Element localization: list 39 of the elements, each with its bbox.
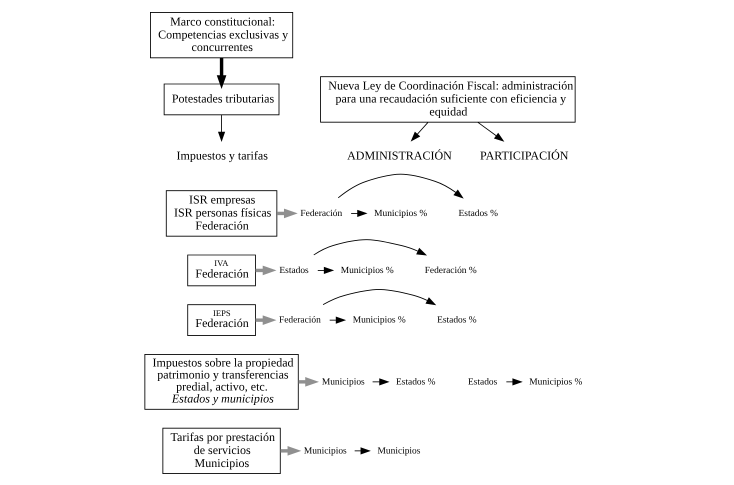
node-text: ADMINISTRACIÓN <box>346 148 452 162</box>
node-text: Federación <box>300 208 342 218</box>
arrow <box>322 288 436 305</box>
node-text: Municipios % <box>528 376 582 387</box>
node-box: Potestades tributarias <box>163 83 279 115</box>
arrow <box>350 209 368 217</box>
arrow <box>372 378 390 385</box>
node-text: Estados % <box>458 208 498 218</box>
node-text: Municipios <box>303 446 346 456</box>
node-text: PARTICIPACIÓN <box>480 148 568 162</box>
arrow <box>410 122 428 142</box>
arrow <box>316 266 334 274</box>
arrow <box>216 57 226 89</box>
node-box: Marco constitucional: Competencias exclusivas y concurrentes <box>150 12 293 58</box>
node-box: Nueva Ley de Coordinación Fiscal: administración para una recaudación suficiente con eficiencia y equidad <box>320 76 576 122</box>
arrow <box>505 378 522 385</box>
node-text: Estados % <box>396 376 435 387</box>
node-box: Impuestos sobre la propiedad patrimonio y transferencias predial, activo, etc. Estados y municipios <box>144 354 298 410</box>
node-text: Municipios % <box>352 315 406 326</box>
node-text: Municipios <box>377 446 420 456</box>
node-text: Municipios <box>321 376 364 387</box>
arrow <box>328 316 346 324</box>
node-text: Municipios % <box>340 265 394 276</box>
arrow <box>312 238 426 255</box>
node-text: Impuestos y tarifas <box>176 148 268 162</box>
arrow <box>217 114 225 142</box>
node-box: IEPS Federación <box>186 304 256 336</box>
node-text: Estados % <box>436 315 476 326</box>
node-text: Municipios % <box>374 208 427 218</box>
arrow <box>354 446 370 454</box>
node-box: Tarifas por prestación de servicios Municipios <box>162 427 280 474</box>
node-box: ISR empresas ISR personas físicas Federación <box>165 190 277 236</box>
arrow <box>476 121 504 142</box>
node-text: Estados <box>278 265 308 276</box>
arrow <box>337 173 464 198</box>
node-text: Federación <box>278 315 320 326</box>
node-box: IVA Federación <box>186 254 256 286</box>
node-text: Federación % <box>424 265 476 276</box>
node-text: Estados <box>468 376 497 387</box>
